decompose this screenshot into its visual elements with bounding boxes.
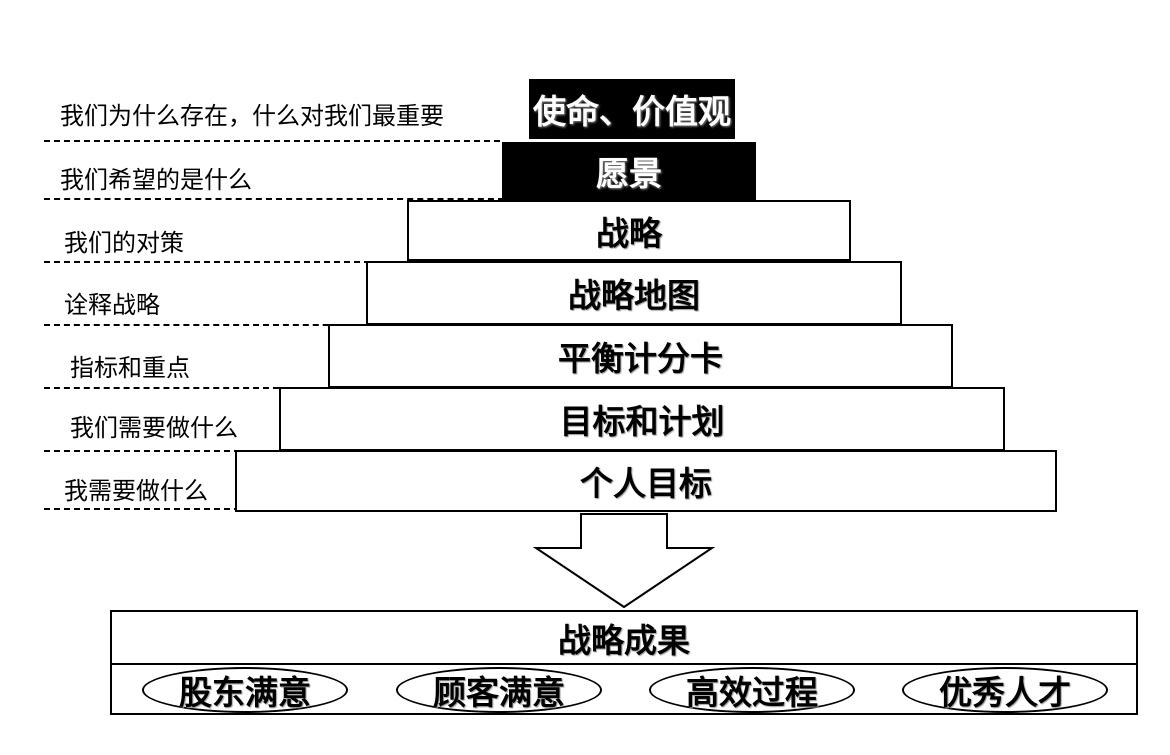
- outcome-excellent-talent: 优秀人才: [902, 667, 1108, 713]
- layer-label-strategy-map: 诠释战略: [64, 291, 160, 319]
- dashed-divider: [44, 387, 488, 389]
- layer-label-goals: 我们需要做什么: [70, 414, 238, 442]
- pyramid-layer-strategy: 战略: [407, 200, 851, 261]
- strategic-outcome-title: 战略成果: [558, 621, 690, 660]
- pyramid-layer-mission-values: 使命、价值观: [529, 79, 735, 139]
- strategic-outcome-box: 战略成果 股东满意 顾客满意 高效过程 优秀人才: [110, 610, 1138, 715]
- pyramid-layer-vision: 愿景: [502, 142, 756, 200]
- outcome-efficient-process: 高效过程: [649, 667, 855, 713]
- pyramid-layer-balanced-scorecard: 平衡计分卡: [328, 324, 953, 388]
- outcome-customer-satisfaction: 顾客满意: [396, 667, 602, 713]
- outcome-divider: [112, 663, 1136, 665]
- dashed-divider: [44, 324, 488, 326]
- outcome-shareholder-satisfaction: 股东满意: [142, 667, 348, 713]
- layer-label-vision: 我们希望的是什么: [60, 166, 252, 194]
- pyramid-layer-strategy-map: 战略地图: [366, 261, 902, 325]
- dashed-divider: [44, 198, 504, 200]
- layer-label-personal: 我需要做什么: [64, 477, 208, 505]
- dashed-divider: [44, 261, 490, 263]
- dashed-divider: [44, 140, 500, 142]
- layer-label-mission: 我们为什么存在，什么对我们最重要: [60, 102, 444, 130]
- layer-label-strategy: 我们的对策: [64, 229, 184, 257]
- pyramid-layer-personal-goals: 个人目标: [235, 450, 1057, 512]
- layer-label-scorecard: 指标和重点: [70, 354, 190, 382]
- pyramid-layer-goals-plans: 目标和计划: [279, 387, 1005, 451]
- down-arrow-icon: [532, 513, 716, 609]
